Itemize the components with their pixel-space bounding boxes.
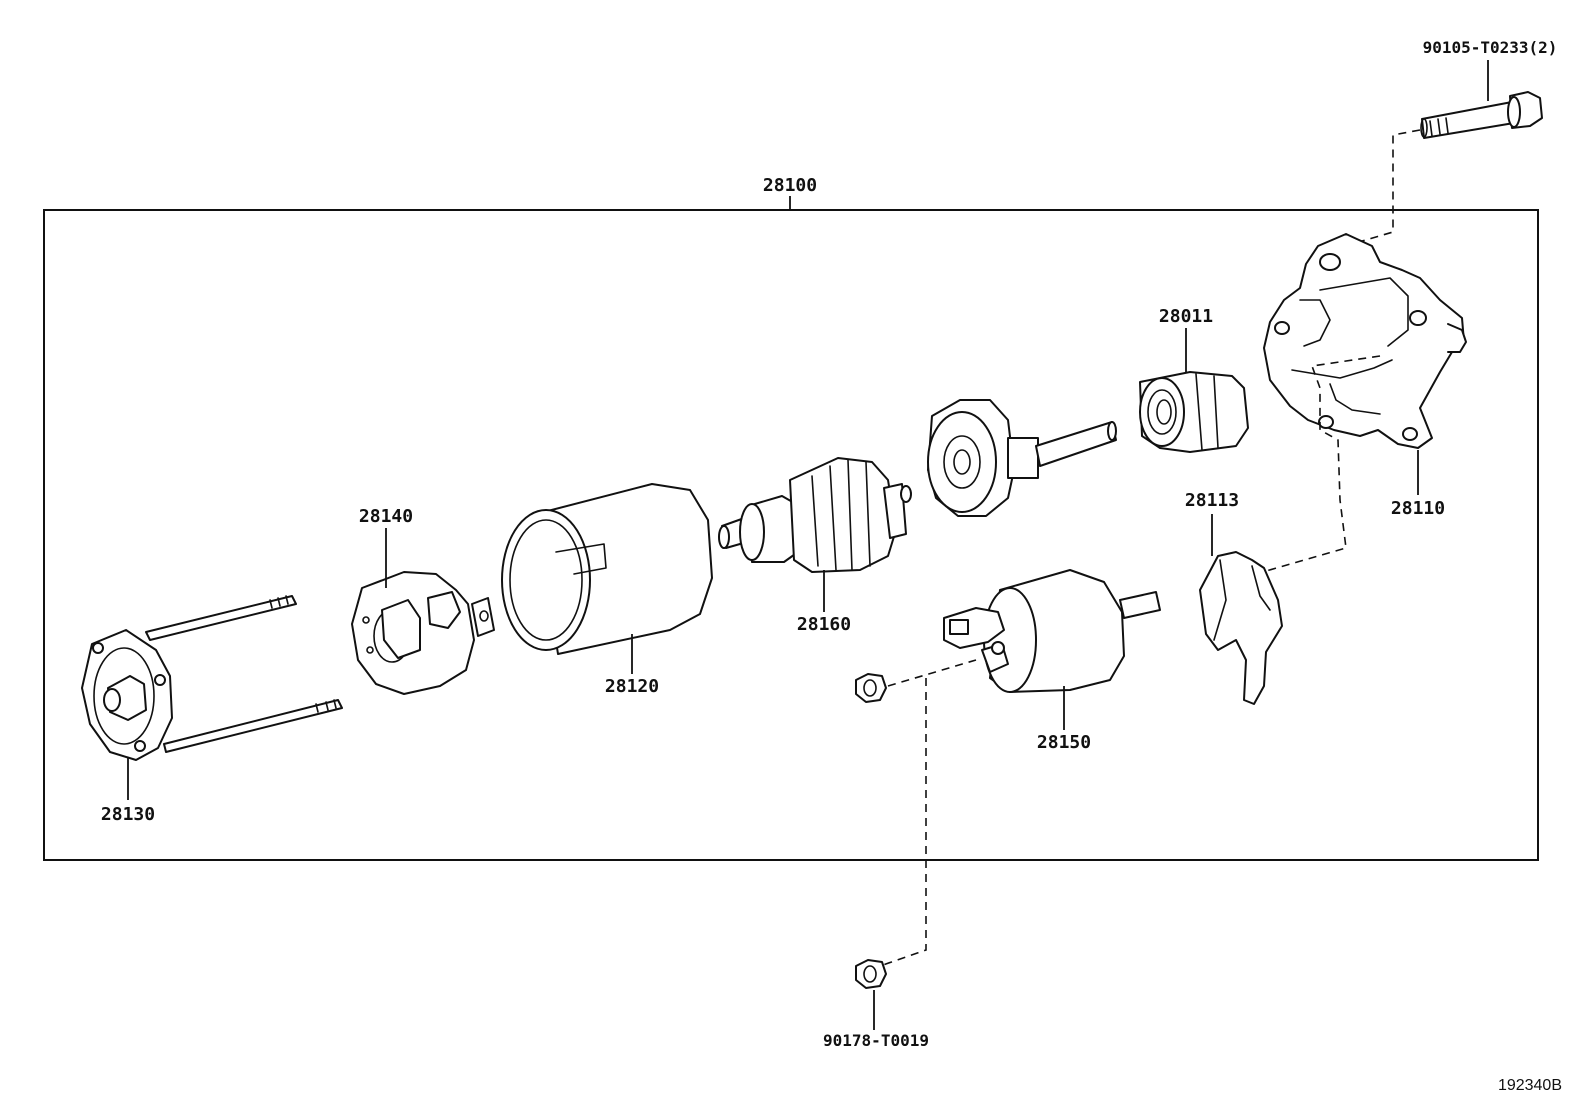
figure-code: 192340B	[1498, 1077, 1562, 1094]
nut-drawing	[855, 959, 887, 989]
assembly-boundary-box	[43, 209, 1539, 861]
nut-dashed-path	[879, 659, 977, 967]
nut-label: 90178-T0019	[823, 1031, 929, 1050]
drive-housing-label: 28110	[1391, 498, 1445, 519]
housing-dashed-path	[1199, 355, 1381, 591]
end-frame-label: 28130	[101, 804, 155, 825]
bolt-label: 90105-T0233(2)	[1423, 38, 1558, 57]
yoke-label: 28120	[605, 676, 659, 697]
pinion-clutch-drawing	[1139, 371, 1249, 453]
bolt-drawing	[1420, 91, 1543, 139]
solenoid-drawing	[943, 569, 1161, 693]
inner-nut-drawing	[855, 673, 887, 703]
pinion-clutch-label: 28011	[1159, 306, 1213, 327]
brush-holder-drawing	[351, 571, 495, 695]
yoke-drawing	[501, 483, 713, 655]
solenoid-label: 28150	[1037, 732, 1091, 753]
armature-drawing	[718, 457, 912, 573]
armature-label: 28160	[797, 614, 851, 635]
brush-holder-label: 28140	[359, 506, 413, 527]
shaft-bracket-drawing	[927, 399, 1117, 517]
end-frame-drawing	[81, 595, 343, 761]
drive-housing-drawing	[1263, 233, 1467, 449]
assembly-label: 28100	[763, 175, 817, 196]
bolt-dashed-path	[1351, 129, 1421, 245]
lever-drawing	[1199, 551, 1283, 705]
lever-label: 28113	[1185, 490, 1239, 511]
